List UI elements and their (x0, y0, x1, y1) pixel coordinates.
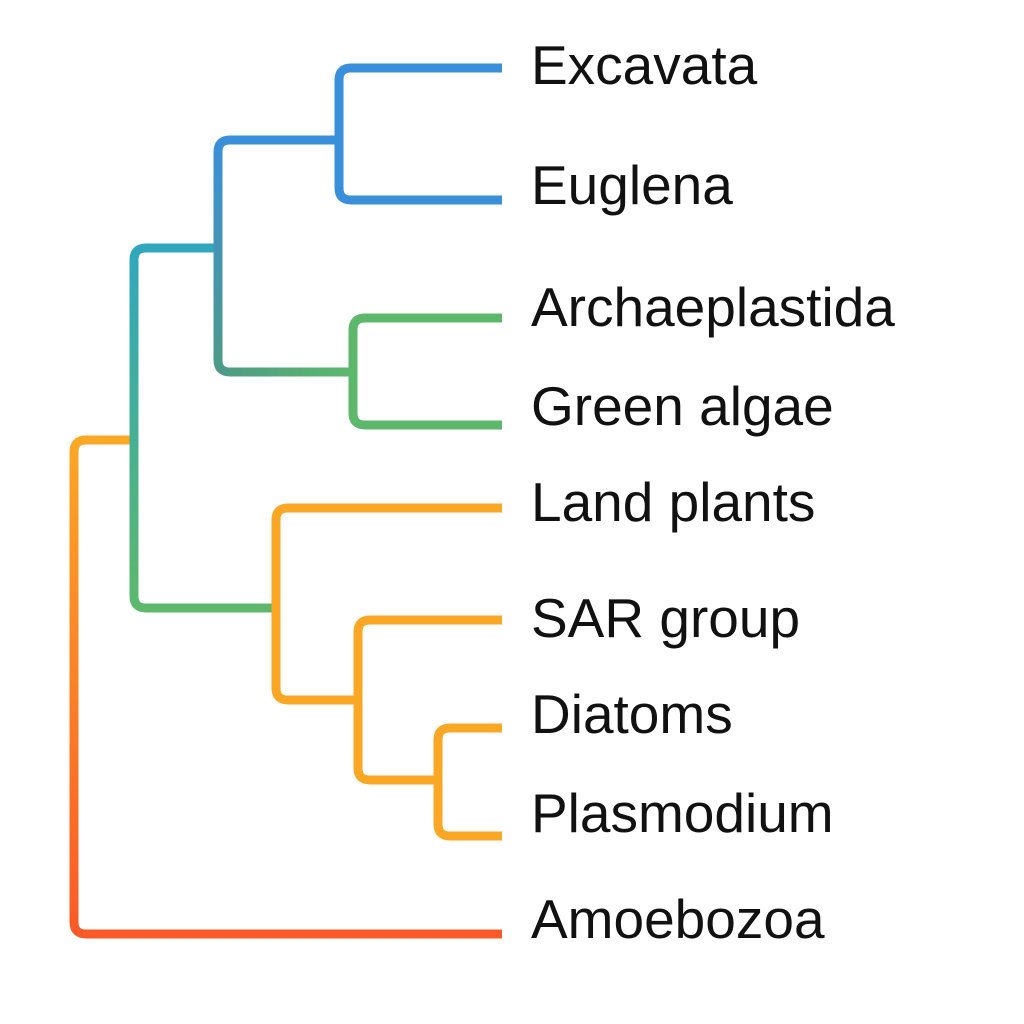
label-plasmodium: Plasmodium (531, 782, 834, 844)
label-diatoms: Diatoms (531, 683, 733, 745)
label-land-plants: Land plants (531, 471, 815, 533)
label-archaeplastida: Archaeplastida (531, 276, 895, 338)
branch-sar-group (353, 615, 502, 785)
branch-upper-clade (213, 135, 339, 377)
branch-excavata-euglena (334, 63, 502, 205)
branch-diatoms-plasmodium (433, 723, 502, 841)
branch-root (69, 435, 502, 939)
label-euglena: Euglena (531, 154, 733, 216)
label-sar-group: SAR group (531, 587, 800, 649)
branch-land-plants-sar (271, 503, 502, 705)
branch-main-clade (129, 243, 276, 613)
branch-archaeplastida-green-algae (348, 313, 502, 430)
label-excavata: Excavata (531, 34, 758, 96)
label-green-algae: Green algae (531, 375, 834, 437)
label-amoebozoa: Amoebozoa (531, 888, 825, 950)
